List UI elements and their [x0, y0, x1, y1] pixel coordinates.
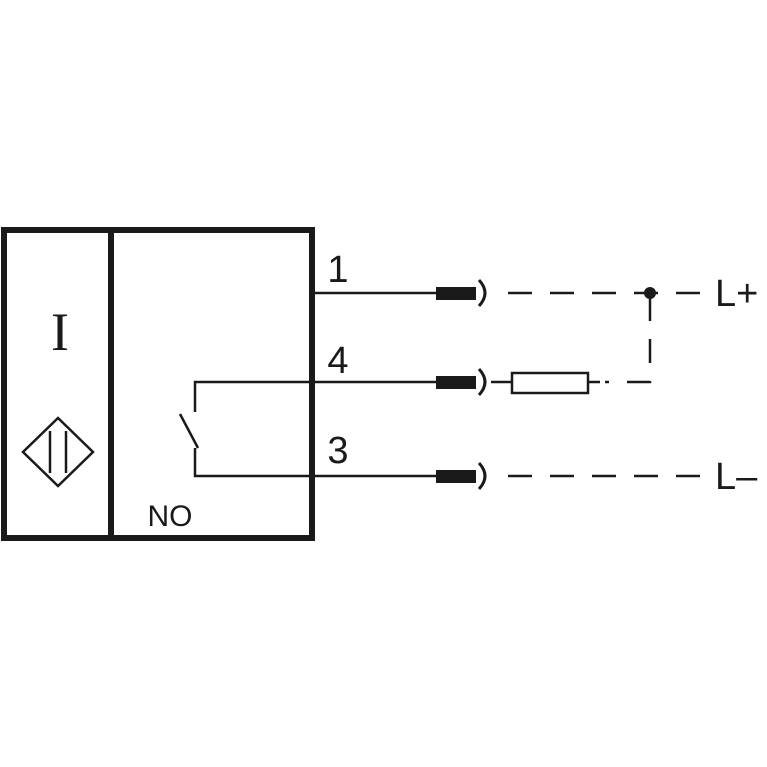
supply-negative-label: L– — [715, 456, 758, 498]
housing-outline — [1, 227, 315, 541]
load-resistor-icon — [510, 371, 590, 395]
socket-icon — [477, 367, 487, 397]
socket-icon — [477, 461, 487, 491]
plug-icon — [436, 287, 476, 300]
plug-icon — [436, 470, 476, 483]
supply-positive-label: L+ — [715, 273, 758, 315]
pin-3-label: 3 — [327, 430, 348, 472]
connector-1 — [436, 278, 487, 308]
junction-dot — [644, 287, 656, 299]
pin-1-label: 1 — [327, 249, 348, 291]
plug-icon — [436, 376, 476, 389]
socket-icon — [477, 278, 487, 308]
switch-contact — [178, 380, 312, 478]
dashed-line-load — [605, 297, 652, 384]
connector-3 — [436, 461, 487, 491]
pin-4-label: 4 — [327, 340, 348, 382]
sensor-housing — [1, 227, 315, 541]
external-wiring — [508, 291, 706, 478]
sensor-type-symbol: I — [51, 302, 69, 362]
wires — [312, 291, 436, 478]
output-type-label: NO — [148, 500, 193, 533]
connector-4 — [436, 367, 487, 397]
sensor-diamond-icon — [21, 416, 95, 488]
